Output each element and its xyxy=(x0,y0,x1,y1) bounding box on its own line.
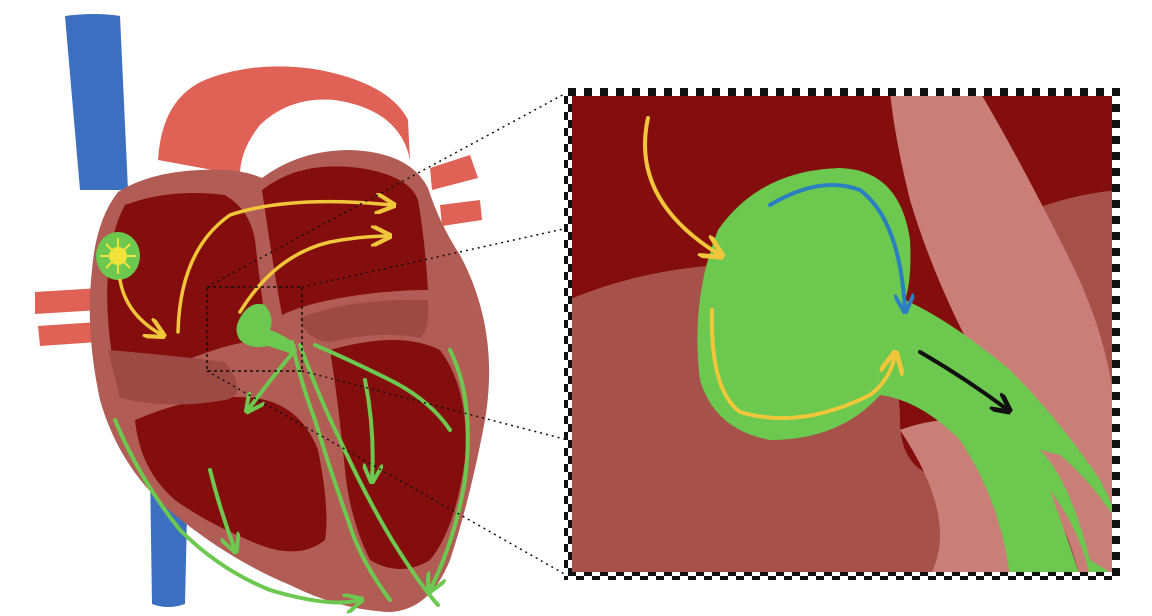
sinoatrial-node-icon xyxy=(96,232,140,280)
inset-magnified-view xyxy=(568,92,1116,576)
